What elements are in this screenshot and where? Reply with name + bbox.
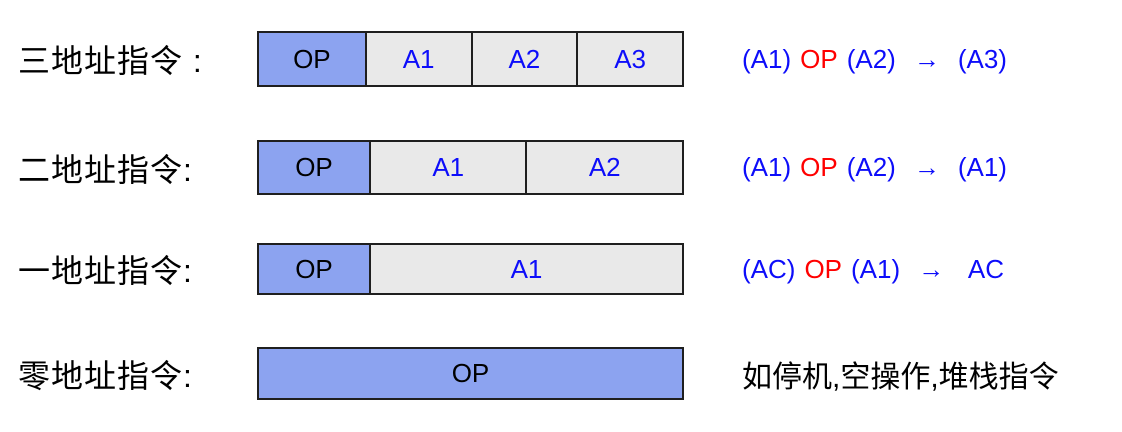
row-two-address: 二地址指令: OP A1 A2 (A1) OP (A2) → (A1) — [0, 140, 1122, 195]
row-one-address: 一地址指令: OP A1 (AC) OP (A1) → AC — [0, 243, 1122, 295]
row-three-address: 三地址指令 : OP A1 A2 A3 (A1) OP (A2) → (A3) — [0, 31, 1122, 87]
formula-dest: (A1) — [957, 152, 1007, 182]
addr-cell-a1: A1 — [368, 245, 682, 293]
op-cell: OP — [259, 142, 369, 193]
instruction-format-box-two-address: OP A1 A2 — [257, 140, 684, 195]
formula-one-address: (AC) OP (A1) → AC — [742, 243, 1004, 295]
instruction-format-box-zero-address: OP — [257, 347, 684, 400]
op-cell: OP — [259, 33, 365, 85]
op-cell: OP — [259, 245, 369, 293]
formula-three-address: (A1) OP (A2) → (A3) — [742, 31, 1007, 87]
formula-src2: (A1) — [851, 253, 901, 284]
formula-src2: (A2) — [846, 43, 896, 74]
formula-two-address: (A1) OP (A2) → (A1) — [742, 140, 1007, 195]
row-label-two-address: 二地址指令: — [18, 151, 193, 188]
addr-cell-a2: A2 — [470, 33, 577, 85]
row-label-one-address: 一地址指令: — [18, 253, 193, 289]
addr-cell-a2: A2 — [525, 142, 682, 193]
row-label-three-address: 三地址指令 : — [18, 43, 203, 79]
formula-src1: (A1) — [742, 152, 792, 182]
row-zero-address: 零地址指令: OP 如停机,空操作,堆栈指令 — [0, 347, 1122, 400]
formula-dest: AC — [962, 253, 1005, 284]
formula-src1: (A1) — [742, 43, 792, 74]
formula-op: OP — [800, 152, 838, 182]
instruction-format-box-one-address: OP A1 — [257, 243, 684, 295]
arrow-right-icon: → — [913, 152, 940, 182]
formula-op: OP — [804, 253, 843, 284]
op-cell: OP — [259, 349, 682, 398]
formula-op: OP — [800, 43, 838, 74]
instruction-format-box-three-address: OP A1 A2 A3 — [257, 31, 684, 87]
addr-cell-a1: A1 — [368, 142, 526, 193]
addr-cell-a1: A1 — [364, 33, 471, 85]
formula-dest: (A3) — [957, 43, 1007, 74]
arrow-right-icon: → — [913, 43, 940, 74]
addr-cell-a3: A3 — [576, 33, 682, 85]
zero-address-note: 如停机,空操作,堆栈指令 — [742, 360, 1059, 394]
row-label-zero-address: 零地址指令: — [18, 357, 193, 394]
formula-src2: (A2) — [846, 152, 896, 182]
formula-src1: (AC) — [742, 253, 796, 284]
arrow-right-icon: → — [918, 253, 945, 284]
